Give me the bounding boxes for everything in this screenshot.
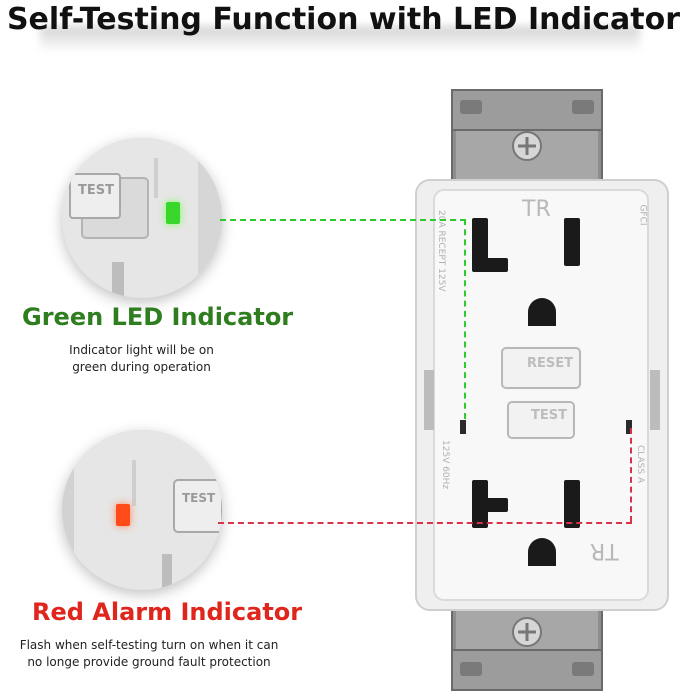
page-title: Self-Testing Function with LED Indicator [6,2,681,37]
red-alarm-heading: Red Alarm Indicator [32,598,303,626]
green-led-zoom-circle: TEST [62,138,222,298]
red-led-closeup-icon: TEST [62,430,222,590]
red-led-connector-drop [630,428,632,522]
green-led-connector-line [220,219,466,221]
green-led-heading: Green LED Indicator [22,303,294,331]
green-led-description-line2: green during operation [72,360,211,374]
green-led-connector-drop [464,219,466,419]
red-led-zoom-circle: TEST [62,430,222,590]
outlet-reset-button: RESET [526,356,573,371]
outlet-left-text-top: 20A RECEPT 125V [436,210,446,292]
red-led-light [116,504,130,526]
green-led-description-line1: Indicator light will be on [69,343,214,357]
green-led-light [166,202,180,224]
red-alarm-description-line1: Flash when self-testing turn on when it … [19,638,279,652]
outlet-test-button: TEST [531,408,567,423]
outlet-right-text-top: GFCI [637,204,648,226]
green-led-description: Indicator light will be on green during … [54,342,229,376]
gfci-outlet-illustration [415,89,669,691]
outlet-top-tr-label: TR [522,197,551,222]
outlet-left-text-bottom: 125V 60Hz [440,440,450,490]
green-led-closeup-icon: TEST [62,138,222,298]
outlet-bottom-tr-label: TR [590,538,619,563]
title-shadow [40,26,640,52]
red-alarm-description-line2: no longe provide ground fault protection [27,655,271,669]
red-alarm-description: Flash when self-testing turn on when it … [4,637,294,671]
svg-text:TEST: TEST [182,491,216,505]
outlet-right-text-bottom: CLASS A [635,445,645,484]
red-led-connector-line [218,522,632,524]
svg-text:TEST: TEST [78,183,114,198]
